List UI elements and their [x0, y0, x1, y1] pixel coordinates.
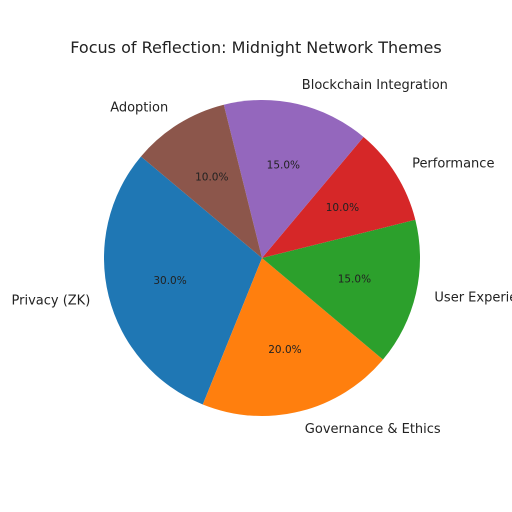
pie-slices — [103, 100, 421, 416]
pie-slice-percent-1: 20.0% — [268, 344, 301, 356]
pie-slice-2 — [262, 219, 421, 360]
pie-slice-5 — [140, 104, 262, 259]
pie-slice-4 — [223, 100, 364, 258]
pie-slice-percent-2: 15.0% — [338, 273, 371, 285]
pie-slice-percent-5: 10.0% — [195, 172, 228, 184]
pie-slice-label-2: User Experience — [434, 290, 512, 305]
pie-slice-label-4: Blockchain Integration — [302, 78, 448, 93]
pie-slice-0 — [103, 156, 262, 405]
pie-labels: 30.0% Privacy (ZK) 20.0% Governance & Ethic… — [12, 78, 512, 437]
pie-slice-percent-3: 10.0% — [326, 202, 359, 214]
pie-slice-label-1: Governance & Ethics — [305, 422, 441, 437]
pie-slice-3 — [262, 136, 416, 258]
pie-slice-label-0: Privacy (ZK) — [12, 293, 91, 308]
pie-slice-label-3: Performance — [412, 157, 494, 172]
chart-title: Focus of Reflection: Midnight Network Th… — [70, 38, 442, 57]
pie-slice-percent-0: 30.0% — [153, 275, 186, 287]
pie-slice-percent-4: 15.0% — [267, 160, 300, 172]
pie-slice-label-5: Adoption — [110, 100, 168, 115]
pie-slice-1 — [202, 258, 384, 416]
